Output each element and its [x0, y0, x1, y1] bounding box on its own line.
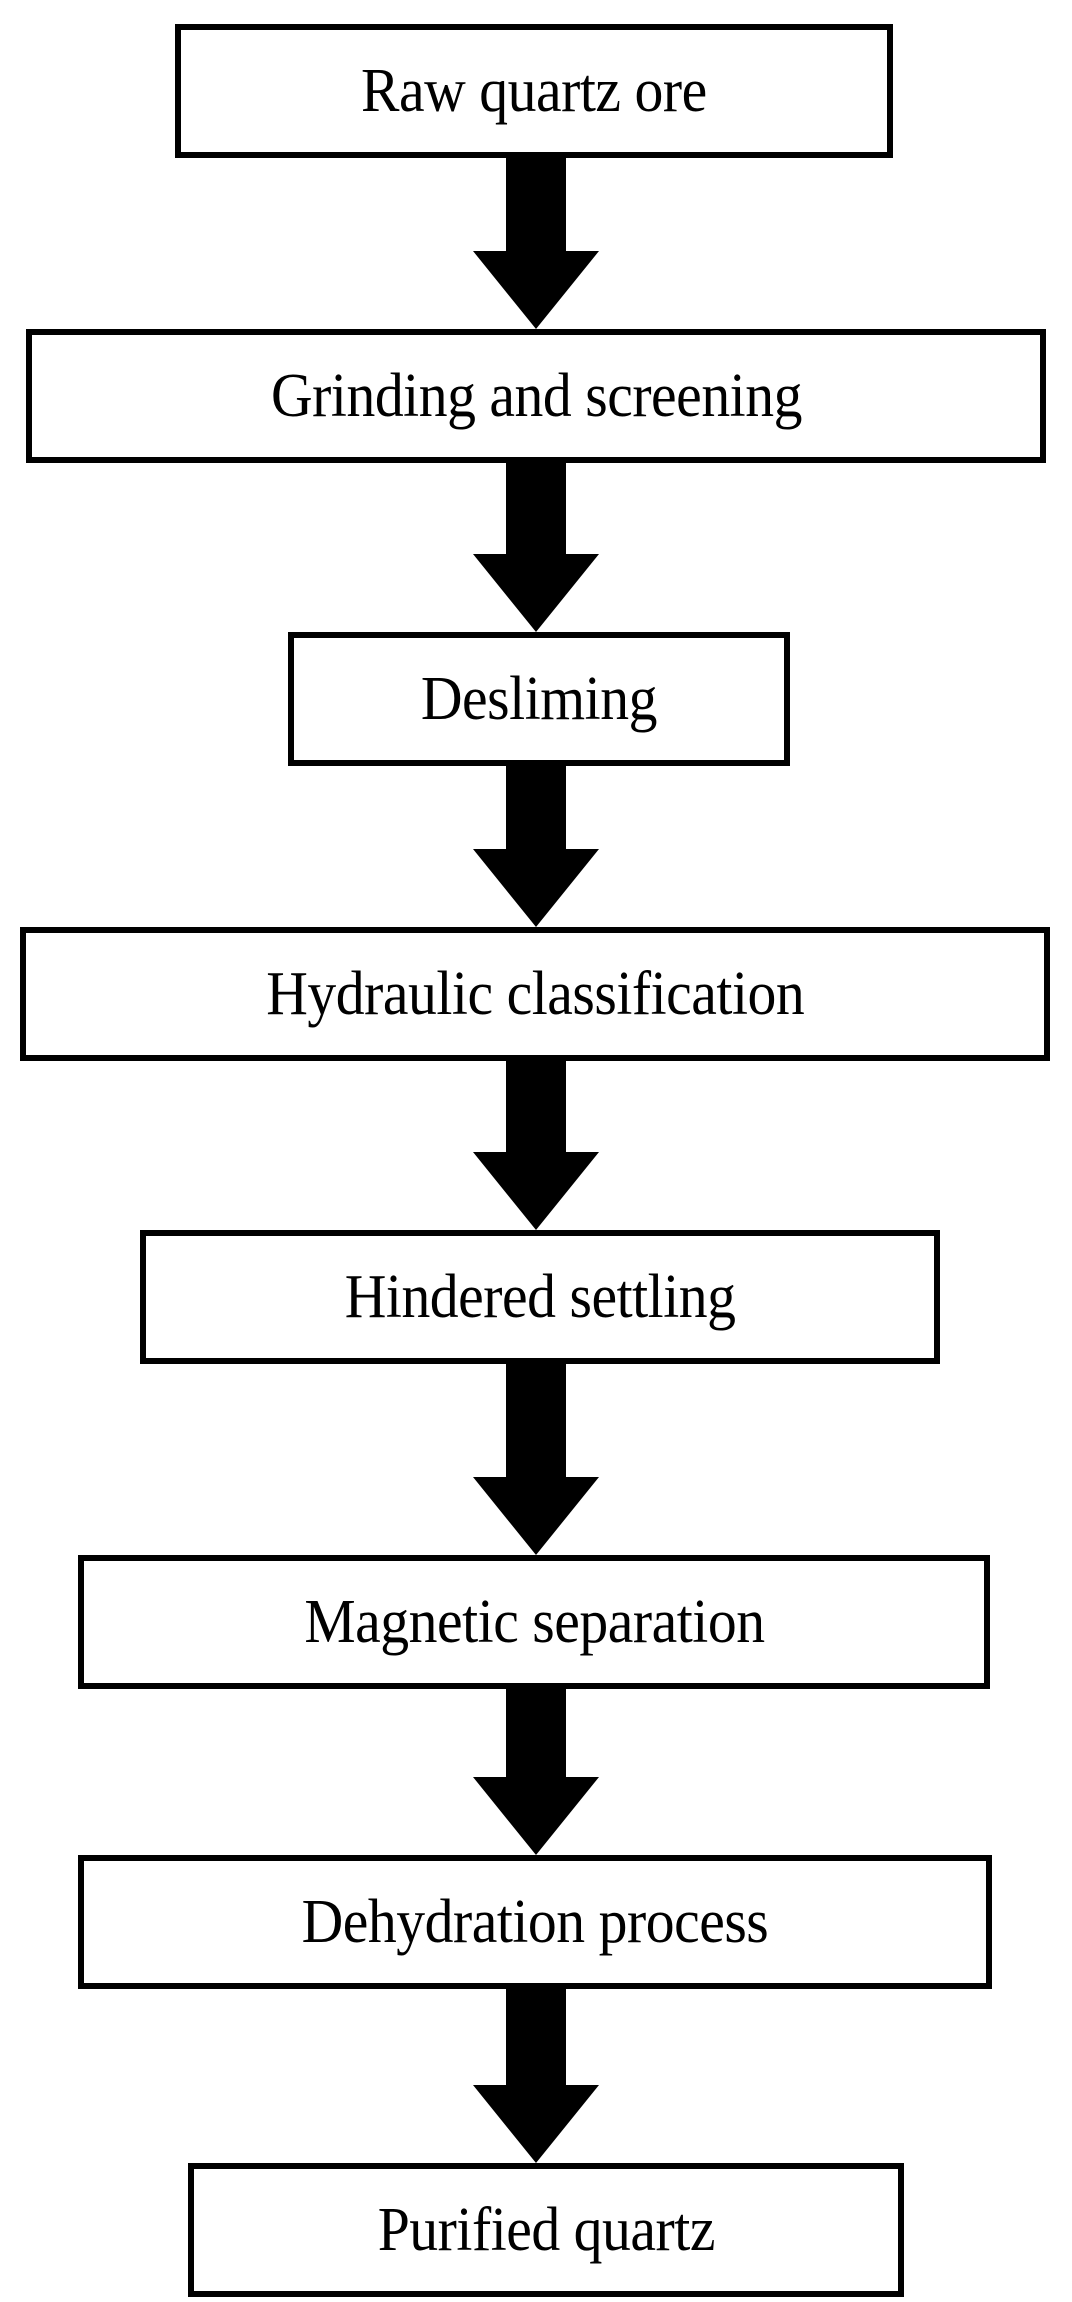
flow-node-hindered-settling[interactable]: Hindered settling: [140, 1230, 940, 1364]
flow-node-hydraulic-classification[interactable]: Hydraulic classification: [20, 927, 1050, 1061]
down-arrow-glyph: [473, 1364, 599, 1555]
down-arrow-icon: [473, 463, 599, 632]
flow-node-label: Hydraulic classification: [265, 960, 805, 1028]
flow-node-purified-quartz[interactable]: Purified quartz: [188, 2163, 904, 2297]
down-arrow-glyph: [473, 158, 599, 329]
flow-node-label: Grinding and screening: [270, 362, 802, 430]
flow-node-label: Hindered settling: [344, 1263, 736, 1331]
down-arrow-icon: [473, 1989, 599, 2163]
down-arrow-icon: [473, 1364, 599, 1555]
flow-node-label: Desliming: [420, 665, 658, 733]
flow-node-desliming[interactable]: Desliming: [288, 632, 790, 766]
down-arrow-icon: [473, 766, 599, 927]
down-arrow-glyph: [473, 463, 599, 632]
flow-node-grinding-and-screening[interactable]: Grinding and screening: [26, 329, 1046, 463]
flow-node-label: Magnetic separation: [303, 1588, 765, 1656]
down-arrow-glyph: [473, 1061, 599, 1230]
flow-node-raw-quartz-ore[interactable]: Raw quartz ore: [175, 24, 893, 158]
down-arrow-icon: [473, 158, 599, 329]
down-arrow-icon: [473, 1061, 599, 1230]
down-arrow-icon: [473, 1689, 599, 1855]
flow-node-label: Dehydration process: [301, 1888, 769, 1956]
down-arrow-glyph: [473, 1689, 599, 1855]
flow-node-label: Purified quartz: [377, 2196, 715, 2264]
flow-node-dehydration-process[interactable]: Dehydration process: [78, 1855, 992, 1989]
down-arrow-glyph: [473, 766, 599, 927]
down-arrow-glyph: [473, 1989, 599, 2163]
flow-node-magnetic-separation[interactable]: Magnetic separation: [78, 1555, 990, 1689]
flow-node-label: Raw quartz ore: [361, 57, 707, 125]
